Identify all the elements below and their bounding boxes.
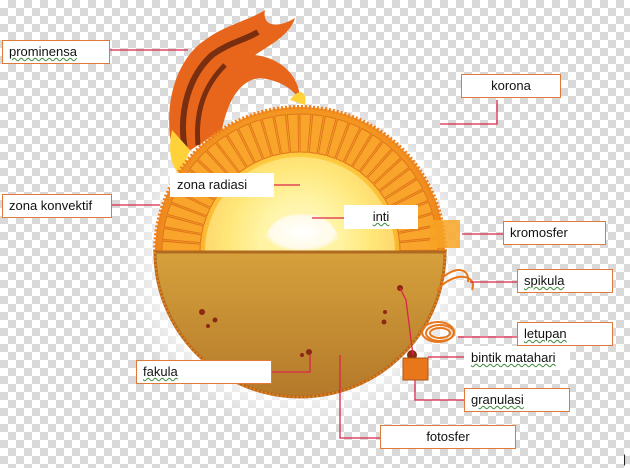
convection-cell — [299, 113, 312, 153]
label-zona-konvektif: zona konvektif — [2, 194, 112, 218]
convection-cell — [366, 149, 402, 185]
label-prominensa: prominensa — [2, 40, 110, 64]
spicule-loop — [436, 269, 474, 291]
flare-loops — [421, 321, 455, 343]
label-text-kromosfer: kromosfer — [510, 225, 568, 240]
leader-fotosfer — [339, 355, 380, 439]
label-text-spikula: spikula — [524, 273, 565, 288]
leader-fakula — [272, 355, 311, 373]
label-inti: inti — [344, 205, 418, 229]
convection-cell — [162, 227, 203, 244]
label-text-zona-radiasi: zona radiasi — [177, 177, 248, 192]
prominence-shape — [169, 10, 306, 175]
leader-bintik-2 — [399, 287, 414, 356]
chromosphere-band — [430, 220, 460, 248]
convection-cell — [261, 116, 281, 157]
label-letupan: letupan — [517, 322, 613, 346]
convection-cell — [359, 141, 393, 178]
leader-granulasi — [414, 380, 464, 401]
label-text-granulasi: granulasi — [471, 392, 524, 407]
label-text-fakula: fakula — [143, 364, 178, 379]
convection-cell — [335, 122, 361, 163]
label-kromosfer: kromosfer — [503, 221, 606, 245]
label-zona-radiasi: zona radiasi — [170, 173, 274, 197]
convection-cell — [384, 178, 424, 207]
leader-lines — [110, 49, 517, 439]
convection-cell — [249, 119, 272, 160]
convection-cell — [373, 158, 410, 192]
convection-cell — [351, 134, 383, 173]
convection-cell — [226, 128, 255, 168]
label-text-prominensa: prominensa — [9, 44, 77, 59]
convection-cell — [308, 114, 325, 155]
sun-core — [262, 212, 342, 252]
label-fakula: fakula — [136, 360, 272, 384]
label-text-fotosfer: fotosfer — [426, 429, 470, 444]
cursor-mark: | — [623, 452, 626, 466]
convection-cell — [379, 168, 417, 199]
label-spikula: spikula — [517, 269, 613, 293]
label-text-bintik-matahari: bintik matahari — [471, 350, 556, 365]
label-text-zona-konvektif: zona konvektif — [9, 198, 93, 213]
label-bintik-matahari: bintik matahari — [464, 346, 570, 370]
label-text-letupan: letupan — [524, 326, 567, 341]
label-granulasi: granulasi — [464, 388, 570, 412]
granulation-sample — [402, 357, 429, 381]
convection-cell — [317, 115, 337, 157]
label-text-inti: inti — [372, 209, 390, 224]
convection-cell — [274, 114, 290, 155]
label-text-korona: korona — [491, 78, 531, 93]
convection-cell — [286, 113, 300, 153]
convection-cell — [237, 123, 264, 164]
label-fotosfer: fotosfer — [380, 425, 516, 449]
convection-cell — [163, 215, 205, 235]
photosphere-rim — [154, 251, 446, 398]
convection-cell — [216, 135, 247, 173]
label-korona: korona — [461, 74, 561, 98]
convection-cell — [326, 118, 349, 159]
leader-korona — [440, 100, 498, 125]
convection-cell — [166, 203, 207, 226]
convection-cell — [343, 127, 372, 167]
